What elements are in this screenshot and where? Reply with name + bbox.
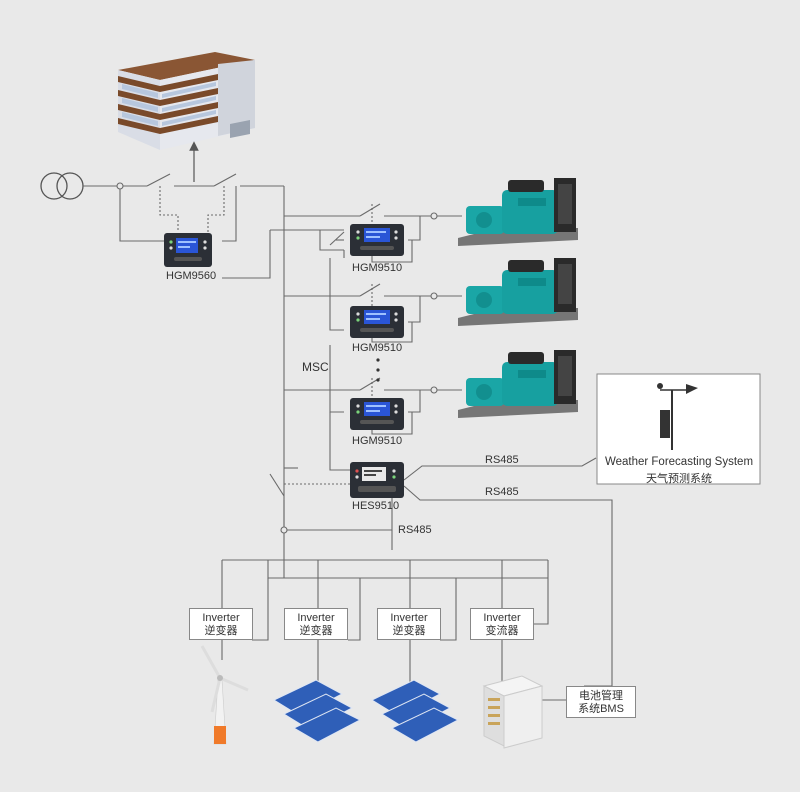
inverter-2-cn: 逆变器 [299, 625, 333, 637]
rs485-weather-label: RS485 [485, 454, 519, 466]
rs485-bms-label: RS485 [485, 486, 519, 498]
bms-box: 电池管理 系统BMS [566, 686, 636, 718]
inverter-3-en: Inverter [390, 612, 428, 624]
hes9510-label: HES9510 [352, 500, 400, 512]
generator-icon-1 [458, 178, 578, 246]
hgm9510-label-3: HGM9510 [352, 435, 403, 447]
msc-bus-label: MSC [302, 360, 329, 374]
hgm9560-label: HGM9560 [166, 270, 217, 282]
controller-hes9510 [350, 462, 404, 498]
inverter-4-en: Inverter [483, 612, 521, 624]
controller-hgm9510-3 [350, 398, 404, 430]
wiring [83, 173, 613, 701]
inverter-box-2: Inverter 逆变器 [284, 608, 348, 640]
weather-system-title-cn: 天气预测系统 [646, 473, 712, 485]
solar-panel-icon-1 [272, 679, 362, 743]
transformer-icon [40, 172, 84, 200]
generator-icon-2 [458, 258, 578, 326]
inverter-1-cn: 逆变器 [204, 625, 238, 637]
building-icon [118, 52, 255, 150]
wind-turbine-icon [200, 645, 249, 745]
weather-system-title-en: Weather Forecasting System [604, 456, 754, 468]
bms-line1: 电池管理 [579, 690, 623, 702]
weather-station-icon [657, 383, 698, 450]
inverter-2-en: Inverter [297, 612, 335, 624]
controller-hgm9510-1 [350, 224, 404, 256]
inverter-box-4: Inverter 变流器 [470, 608, 534, 640]
solar-panel-icon-2 [370, 679, 460, 743]
controller-hgm9510-2 [350, 306, 404, 338]
inverter-4-cn: 变流器 [485, 625, 519, 637]
bms-line2: 系统BMS [578, 703, 624, 715]
continuation-dots [376, 358, 380, 382]
inverter-box-1: Inverter 逆变器 [189, 608, 253, 640]
inverter-3-cn: 逆变器 [392, 625, 426, 637]
battery-cabinet-icon [482, 675, 544, 749]
hgm9510-label-1: HGM9510 [352, 262, 403, 274]
weather-system-box [596, 373, 761, 485]
rs485-down-label: RS485 [398, 524, 432, 536]
inverter-1-en: Inverter [202, 612, 240, 624]
controller-hgm9560 [164, 233, 212, 267]
generator-icon-3 [458, 350, 578, 418]
inverter-box-3: Inverter 逆变器 [377, 608, 441, 640]
hgm9510-label-2: HGM9510 [352, 342, 403, 354]
